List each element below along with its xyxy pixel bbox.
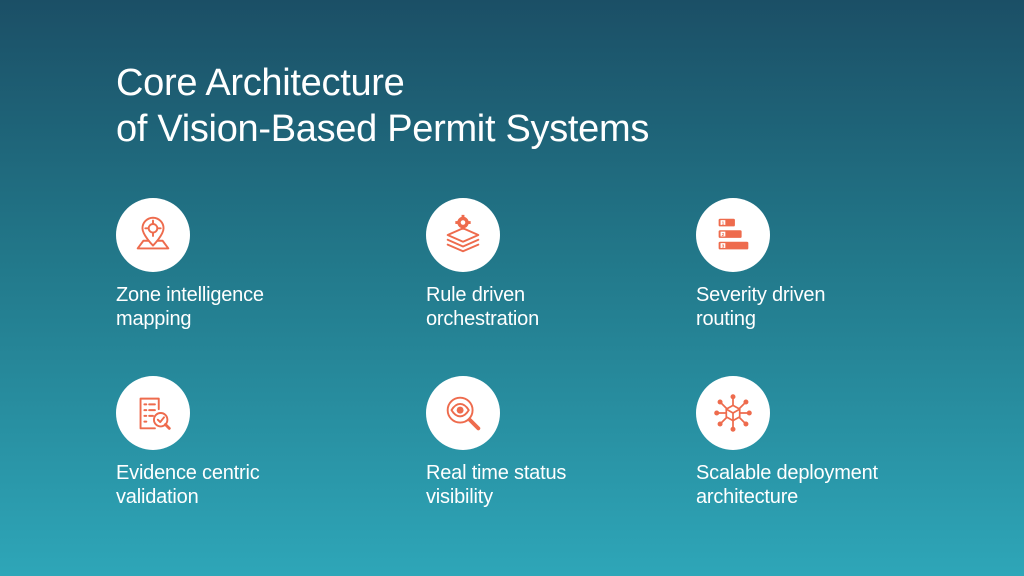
icon-circle	[426, 198, 500, 272]
feature-zone-intelligence: Zone intelligence mapping	[116, 198, 356, 331]
eye-magnifier-icon	[446, 396, 481, 431]
feature-label: Evidence centric validation	[116, 461, 356, 509]
feature-label-line-2: orchestration	[426, 308, 540, 330]
feature-label-line-1: Rule driven	[426, 284, 525, 306]
feature-label-line-2: validation	[116, 486, 199, 508]
feature-label-line-1: Evidence centric	[116, 462, 260, 484]
feature-rule-driven: Rule driven orchestration	[426, 198, 666, 331]
feature-label-line-1: Zone intelligence	[116, 284, 264, 306]
icon-circle	[116, 198, 190, 272]
icon-circle	[426, 376, 500, 450]
feature-label-line-2: architecture	[696, 486, 799, 508]
feature-scalable-deployment: Scalable deployment architecture	[696, 376, 936, 509]
feature-label: Scalable deployment architecture	[696, 461, 936, 509]
feature-label: Real time status visibility	[426, 461, 666, 509]
level-badge: 3	[722, 243, 725, 249]
title-line-2: of Vision-Based Permit Systems	[116, 108, 650, 150]
feature-label-line-2: visibility	[426, 486, 493, 508]
ranked-levels-icon: 1 2 3	[718, 218, 749, 250]
feature-real-time-status: Real time status visibility	[426, 376, 666, 509]
checklist-magnifier-icon	[139, 397, 171, 430]
feature-label: Severity driven routing	[696, 283, 936, 331]
network-cube-icon	[714, 394, 752, 432]
title-line-1: Core Architecture	[116, 62, 405, 104]
map-pin-target-icon	[136, 216, 170, 250]
feature-label: Zone intelligence mapping	[116, 283, 356, 331]
feature-label-line-2: mapping	[116, 308, 192, 330]
feature-severity-driven: 1 2 3 Severity driven routing	[696, 198, 936, 331]
feature-label-line-2: routing	[696, 308, 756, 330]
feature-label-line-1: Severity driven	[696, 284, 826, 306]
page-title: Core Architecture of Vision-Based Permit…	[116, 60, 649, 152]
feature-evidence-centric: Evidence centric validation	[116, 376, 356, 509]
level-badge: 2	[722, 232, 725, 238]
gear-layers-icon	[446, 214, 480, 253]
feature-label-line-1: Scalable deployment	[696, 462, 878, 484]
feature-label-line-1: Real time status	[426, 462, 567, 484]
icon-circle: 1 2 3	[696, 198, 770, 272]
icon-circle	[696, 376, 770, 450]
level-badge: 1	[722, 220, 725, 226]
icon-circle	[116, 376, 190, 450]
feature-label: Rule driven orchestration	[426, 283, 666, 331]
